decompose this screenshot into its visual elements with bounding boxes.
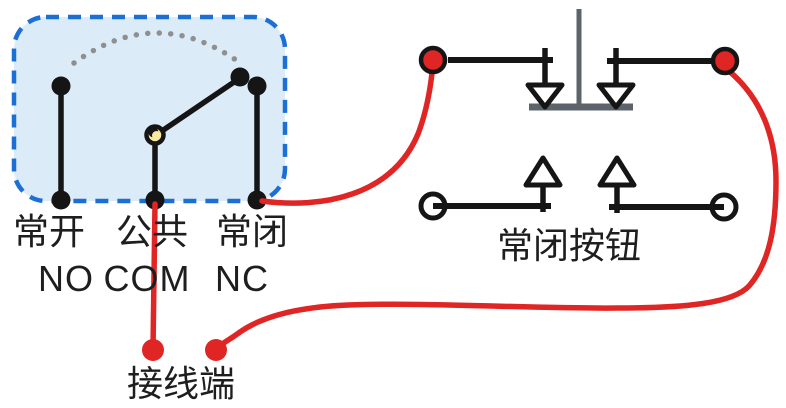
relay-contact-block	[11, 14, 288, 210]
pivot-notch-light	[152, 131, 161, 140]
terminal-end-dot-right	[205, 339, 227, 361]
label-nc-zh: 常闭	[216, 211, 288, 252]
label-nc-en: NC	[215, 258, 269, 299]
label-com-en: COM	[104, 258, 191, 299]
label-no-en: NO	[38, 258, 94, 299]
moving-arm-line	[154, 75, 242, 138]
wire-button-right-to-terminal	[214, 68, 779, 352]
labels: 常开 公共 常闭 NO COM NC 常闭按钮 接线端	[13, 211, 641, 404]
label-no-zh: 常开	[13, 211, 85, 252]
button-terminal-left	[418, 45, 448, 75]
label-wiring-terminal: 接线端	[127, 363, 235, 404]
moving-arm-tip-dot	[230, 67, 250, 87]
button-terminal-right	[710, 46, 740, 76]
bottom-right-arrow-head-up	[597, 155, 637, 188]
button-open-terminal-left	[418, 191, 448, 221]
wire-nc-to-button-left	[259, 70, 435, 206]
top-left-arrow-head-down	[525, 82, 565, 110]
terminal-end-dot-left	[142, 339, 164, 361]
contact-trajectory-arc	[71, 30, 246, 68]
top-right-arrow-head-down	[596, 82, 636, 110]
label-com-zh: 公共	[116, 211, 188, 252]
nc-terminal-dot	[247, 190, 267, 210]
wire-com-to-terminal	[150, 201, 158, 352]
label-nc-button: 常闭按钮	[497, 225, 641, 266]
relay-dashed-outline	[11, 14, 288, 204]
red-wiring	[150, 68, 779, 352]
nc-pushbutton-symbol	[418, 9, 740, 222]
no-contact-top-dot	[51, 76, 71, 96]
button-open-terminal-right	[709, 192, 739, 222]
nc-contact-top-dot	[247, 76, 267, 96]
bottom-left-arrow-head-up	[523, 155, 563, 188]
com-terminal-dot	[145, 190, 165, 210]
no-terminal-dot	[51, 190, 71, 210]
